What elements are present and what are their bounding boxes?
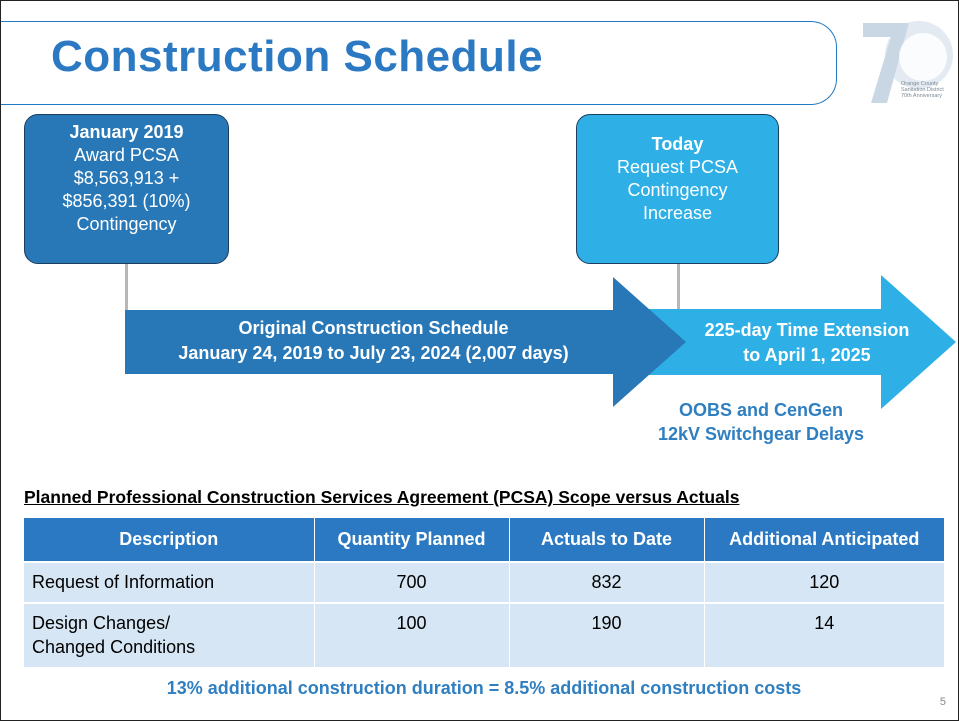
actuals-cell: 832	[509, 561, 705, 603]
title-frame	[1, 21, 837, 105]
cost-summary-note: 13% additional construction duration = 8…	[166, 678, 802, 698]
column-header: Quantity Planned	[314, 518, 510, 562]
logo-caption: Orange County Sanitation District 70th A…	[901, 81, 944, 99]
original-schedule-label: Original Construction Schedule January 2…	[178, 318, 569, 363]
description-cell: Request of Information	[24, 561, 315, 603]
table-row: Request of Information 700 832 120	[24, 561, 944, 603]
column-header: Actuals to Date	[509, 518, 705, 562]
table-row: Design Changes/ Changed Conditions 100 1…	[24, 602, 944, 667]
page-number: 5	[939, 696, 946, 708]
anticipated-cell: 14	[704, 602, 944, 667]
january-2019-milestone: January 2019 Award PCSA $8,563,913 + $85…	[24, 114, 229, 264]
extension-arrow	[645, 275, 956, 409]
column-header: Additional Anticipated	[704, 518, 944, 562]
pcsa-scope-table: Description Quantity Planned Actuals to …	[24, 518, 944, 667]
column-header: Description	[24, 518, 315, 562]
planned-cell: 700	[314, 561, 510, 603]
page-title: Construction Schedule	[51, 32, 544, 81]
actuals-cell: 190	[509, 602, 705, 667]
table-caption: Planned Professional Construction Servic…	[24, 487, 740, 507]
planned-cell: 100	[314, 602, 510, 667]
today-connector	[677, 264, 680, 310]
description-cell: Design Changes/ Changed Conditions	[24, 602, 315, 667]
anticipated-cell: 120	[704, 561, 944, 603]
original-schedule-arrow	[125, 277, 686, 407]
delays-note: OOBS and CenGen 12kV Switchgear Delays	[657, 400, 865, 444]
anniversary-logo	[863, 21, 953, 103]
january-connector	[125, 264, 128, 312]
table-header-row: Description Quantity Planned Actuals to …	[24, 518, 944, 562]
extension-label: 225-day Time Extension to April 1, 2025	[704, 320, 910, 365]
today-milestone: Today Request PCSA Contingency Increase	[576, 114, 779, 264]
